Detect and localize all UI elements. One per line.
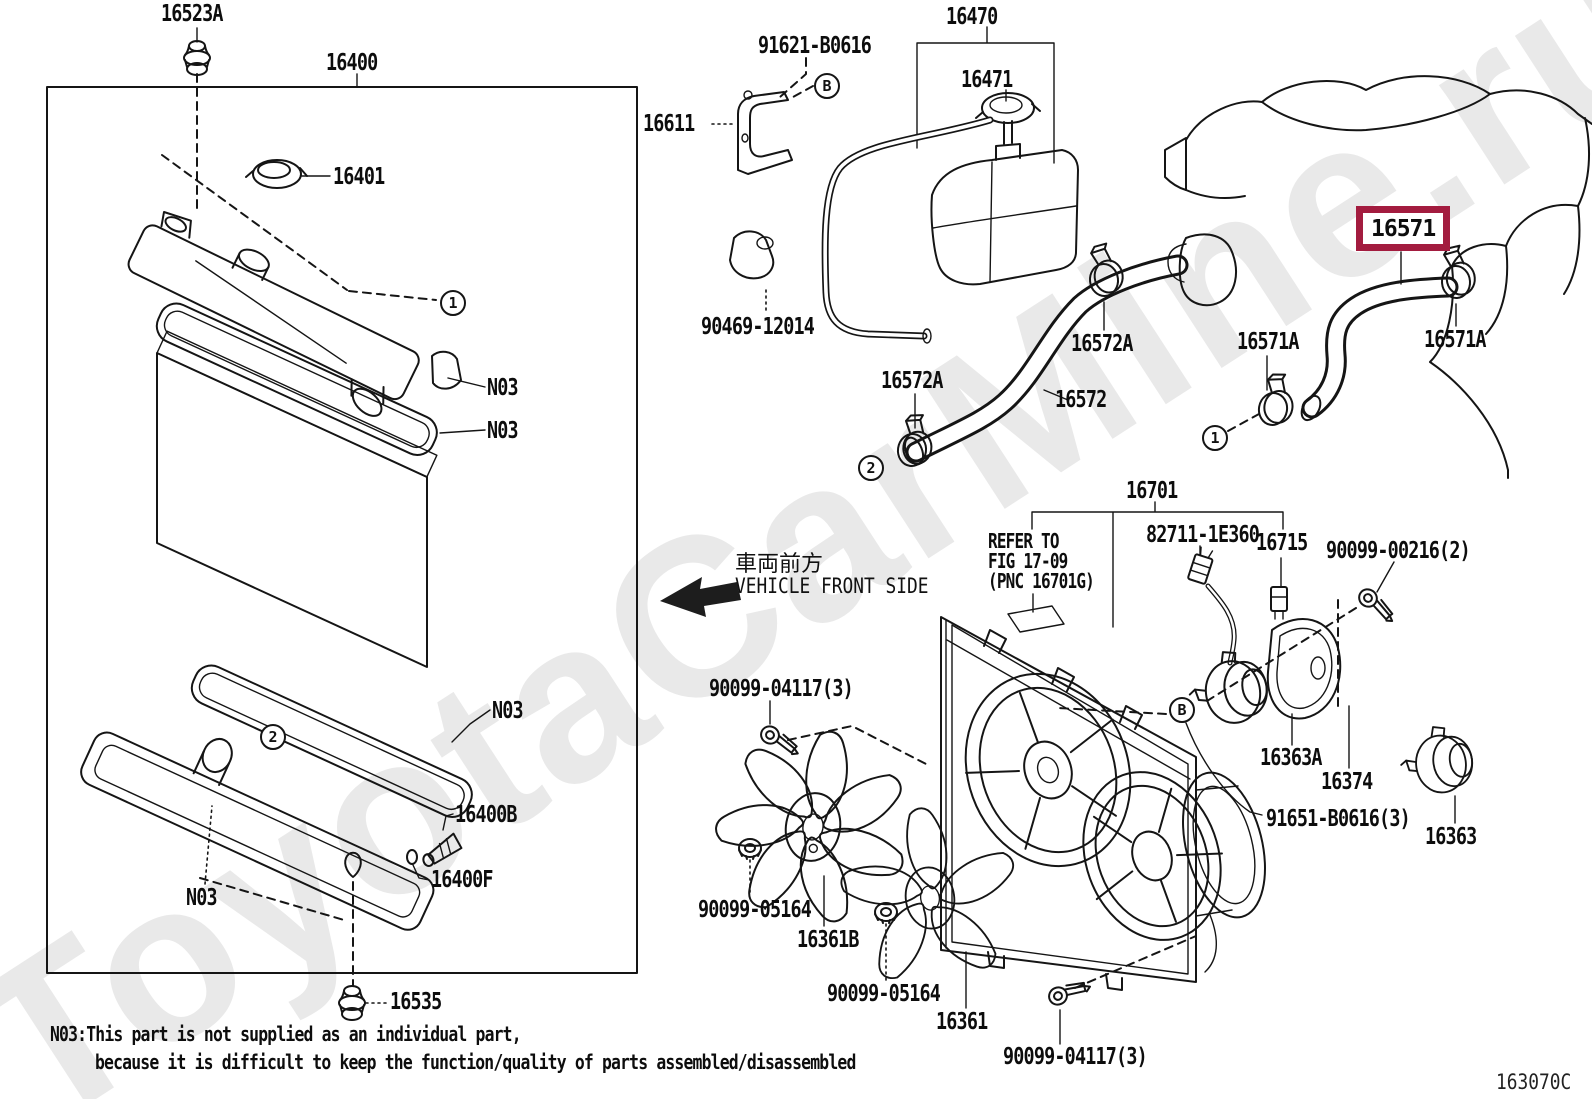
part-label-16523A[interactable]: 16523A [161, 1, 223, 27]
part-label-16374[interactable]: 16374 [1321, 769, 1373, 795]
radiator-box-outline [46, 86, 638, 974]
refer-note-line1: REFER TO [988, 529, 1059, 553]
vehicle-front-arrow-icon [660, 577, 741, 617]
part-label-16535[interactable]: 16535 [390, 989, 442, 1015]
part-label-16572A-left[interactable]: 16572A [881, 368, 943, 394]
part-label-16571A-left[interactable]: 16571A [1237, 329, 1299, 355]
diagram-code: 163070C [1496, 1070, 1572, 1094]
part-label-16400F[interactable]: 16400F [431, 867, 493, 893]
part-label-91621-B0616[interactable]: 91621-B0616 [758, 33, 872, 59]
vehicle-front-label-en: VEHICLE FRONT SIDE [735, 574, 929, 598]
part-label-82711-1E360[interactable]: 82711-1E360 [1146, 522, 1260, 548]
part-label-90099-04117-bottom[interactable]: 90099-04117(3) [1003, 1044, 1148, 1070]
callout-b-motor: B [1169, 697, 1195, 723]
radiator-assembly-drawing [80, 27, 491, 1021]
vehicle-front-label-jp: 車両前方 [735, 552, 824, 577]
part-label-90099-00216[interactable]: 90099-00216(2) [1326, 538, 1471, 564]
part-label-16611[interactable]: 16611 [643, 111, 695, 137]
part-label-n03-2: N03 [487, 418, 519, 444]
part-label-16572[interactable]: 16572 [1055, 387, 1107, 413]
part-label-n03-4: N03 [186, 885, 218, 911]
part-label-16471[interactable]: 16471 [961, 67, 1013, 93]
part-label-90099-04117-top[interactable]: 90099-04117(3) [709, 676, 854, 702]
footnote-line2: because it is difficult to keep the func… [95, 1050, 856, 1074]
fan-shroud-drawing [940, 501, 1284, 991]
fan-motors-drawing [1057, 545, 1477, 824]
reserve-tank-drawing [711, 26, 1237, 470]
callout-b-bracket: B [814, 73, 840, 99]
part-label-16400[interactable]: 16400 [326, 50, 378, 76]
callout-1-clamp: 1 [1202, 425, 1228, 451]
engine-outline-drawing [1164, 75, 1592, 479]
part-label-16361[interactable]: 16361 [936, 1009, 988, 1035]
highlighted-part-16571[interactable]: 16571 [1356, 206, 1451, 251]
part-label-16401[interactable]: 16401 [333, 164, 385, 190]
part-label-n03-1: N03 [487, 375, 519, 401]
part-label-16361B[interactable]: 16361B [797, 927, 859, 953]
part-label-90469-12014[interactable]: 90469-12014 [701, 314, 815, 340]
callout-1-radiator: 1 [440, 290, 466, 316]
part-label-90099-05164-center[interactable]: 90099-05164 [827, 981, 941, 1007]
upper-hose-drawing [1227, 243, 1478, 432]
part-label-16470[interactable]: 16470 [946, 4, 998, 30]
callout-2-clamp: 2 [858, 455, 884, 481]
callout-2-radiator: 2 [260, 724, 286, 750]
part-label-16715[interactable]: 16715 [1256, 530, 1308, 556]
part-label-16363[interactable]: 16363 [1425, 824, 1477, 850]
part-label-16572A-right[interactable]: 16572A [1071, 331, 1133, 357]
part-label-16571A-right[interactable]: 16571A [1424, 327, 1486, 353]
part-label-91651-B0616[interactable]: 91651-B0616(3) [1266, 806, 1411, 832]
part-label-n03-3: N03 [492, 698, 524, 724]
part-label-16363A[interactable]: 16363A [1260, 745, 1322, 771]
part-label-90099-05164-left[interactable]: 90099-05164 [698, 897, 812, 923]
part-label-16701[interactable]: 16701 [1126, 478, 1178, 504]
refer-note-line2: FIG 17-09 [988, 549, 1068, 573]
part-label-16400B[interactable]: 16400B [455, 802, 517, 828]
refer-note-line3: (PNC 16701G) [988, 569, 1095, 593]
loose-fans-drawing [713, 700, 1197, 1045]
footnote-line1: N03:This part is not supplied as an indi… [50, 1022, 522, 1046]
